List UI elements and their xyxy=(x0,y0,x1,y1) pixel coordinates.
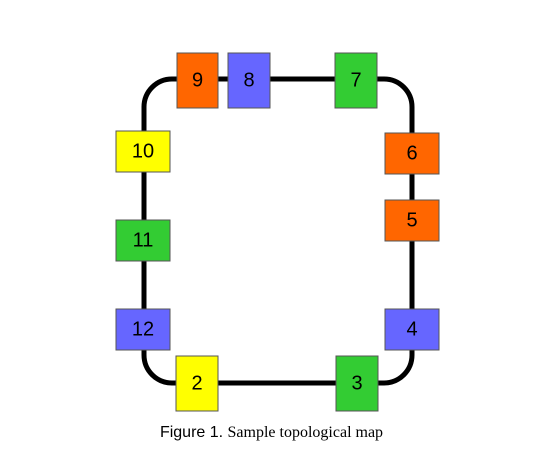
map-node-box xyxy=(227,52,271,109)
map-node-box xyxy=(384,199,440,242)
map-node-label: 4 xyxy=(406,319,417,341)
map-node-box xyxy=(176,52,219,109)
map-node-8: 8 xyxy=(227,52,271,109)
figure-caption-label: Figure 1. xyxy=(159,424,224,441)
map-node-label: 10 xyxy=(132,141,154,163)
map-node-box xyxy=(115,130,171,173)
map-node-box xyxy=(115,308,171,351)
map-node-9: 9 xyxy=(176,52,219,109)
map-node-6: 6 xyxy=(384,132,440,175)
map-node-10: 10 xyxy=(115,130,171,173)
map-node-box xyxy=(334,52,378,109)
figure-caption: Figure 1. Sample topological map xyxy=(0,424,543,442)
map-node-label: 12 xyxy=(132,319,154,341)
map-node-label: 5 xyxy=(406,210,417,232)
map-node-box xyxy=(384,308,440,351)
map-node-12: 12 xyxy=(115,308,171,351)
map-node-label: 3 xyxy=(351,373,362,395)
map-node-label: 7 xyxy=(350,70,361,92)
map-node-3: 3 xyxy=(335,355,379,412)
figure-caption-text: Sample topological map xyxy=(227,424,384,441)
map-node-2: 2 xyxy=(175,355,219,412)
map-node-7: 7 xyxy=(334,52,378,109)
map-node-4: 4 xyxy=(384,308,440,351)
map-node-label: 9 xyxy=(192,70,203,92)
map-node-11: 11 xyxy=(115,219,171,262)
map-node-box xyxy=(384,132,440,175)
map-node-label: 2 xyxy=(191,373,202,395)
map-node-box xyxy=(175,355,219,412)
map-node-label: 6 xyxy=(406,143,417,165)
map-node-label: 11 xyxy=(133,230,154,252)
map-node-box xyxy=(115,219,171,262)
loop-track xyxy=(141,76,415,386)
map-node-label: 8 xyxy=(243,70,254,92)
map-node-5: 5 xyxy=(384,199,440,242)
map-node-box xyxy=(335,355,379,412)
